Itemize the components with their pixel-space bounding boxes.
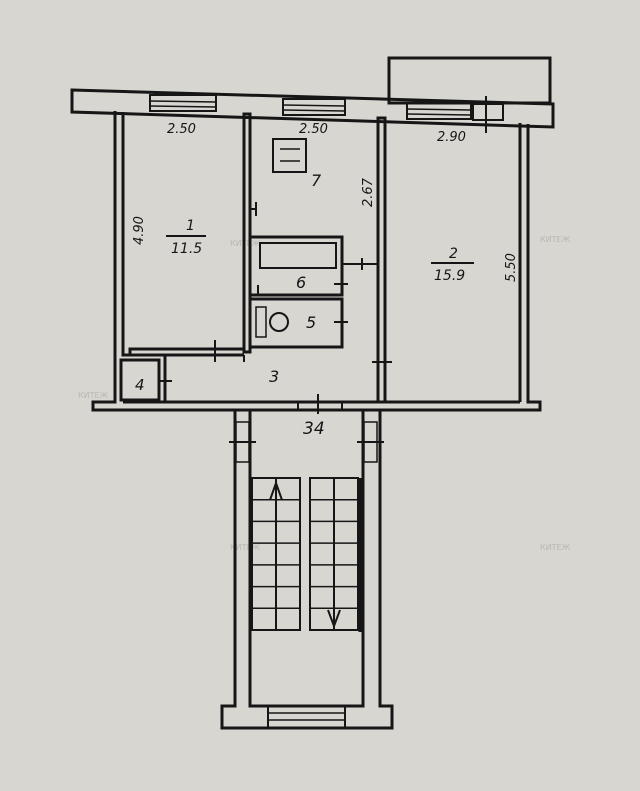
room-2-number: 2	[449, 246, 458, 262]
balcony	[387, 56, 552, 105]
dim-room7-length: 2.67	[361, 177, 376, 207]
room-1-area: 11.5	[171, 241, 202, 257]
room-7-number: 7	[311, 171, 322, 190]
arrow-up-icon	[269, 479, 283, 501]
room-6-number: 6	[296, 273, 306, 292]
room-2-area: 15.9	[434, 268, 465, 284]
watermarks: КИТЕЖ КИТЕЖ КИТЕЖ КИТЕЖ КИТЕЖ	[78, 235, 571, 552]
svg-text:КИТЕЖ: КИТЕЖ	[78, 391, 109, 400]
svg-text:КИТЕЖ: КИТЕЖ	[230, 543, 261, 552]
room-3-number: 3	[269, 367, 279, 386]
toilet-icon	[269, 312, 289, 332]
window-room7	[282, 98, 346, 116]
stair-flights	[251, 477, 362, 632]
wall-7-2	[376, 116, 387, 404]
window-room1	[149, 94, 217, 112]
stove-icon	[272, 138, 307, 173]
svg-text:КИТЕЖ: КИТЕЖ	[540, 235, 571, 244]
stairwell-number: 34	[303, 419, 325, 439]
dim-room1-width: 2.50	[167, 122, 196, 137]
window-room2	[406, 96, 504, 133]
dim-room1-length: 4.90	[132, 216, 147, 245]
arrow-down-icon	[327, 609, 341, 629]
stairwell-walls	[220, 410, 394, 730]
dim-room2-length: 5.50	[504, 253, 519, 282]
exterior-wall-top	[70, 88, 555, 129]
room-1-number: 1	[186, 218, 195, 234]
bathroom-6	[248, 235, 344, 297]
wall-1-7	[242, 112, 252, 354]
dim-room7-width: 2.50	[299, 122, 328, 137]
bathtub-icon	[259, 242, 337, 269]
svg-text:КИТЕЖ: КИТЕЖ	[540, 543, 571, 552]
room-5-number: 5	[306, 313, 316, 332]
room-4-number: 4	[135, 376, 145, 394]
dim-room2-width: 2.90	[437, 130, 466, 145]
toilet-5	[248, 297, 344, 349]
labels: 2.50 2.50 2.90 4.90 2.67 5.50 1 11.5 2 1…	[132, 122, 519, 439]
